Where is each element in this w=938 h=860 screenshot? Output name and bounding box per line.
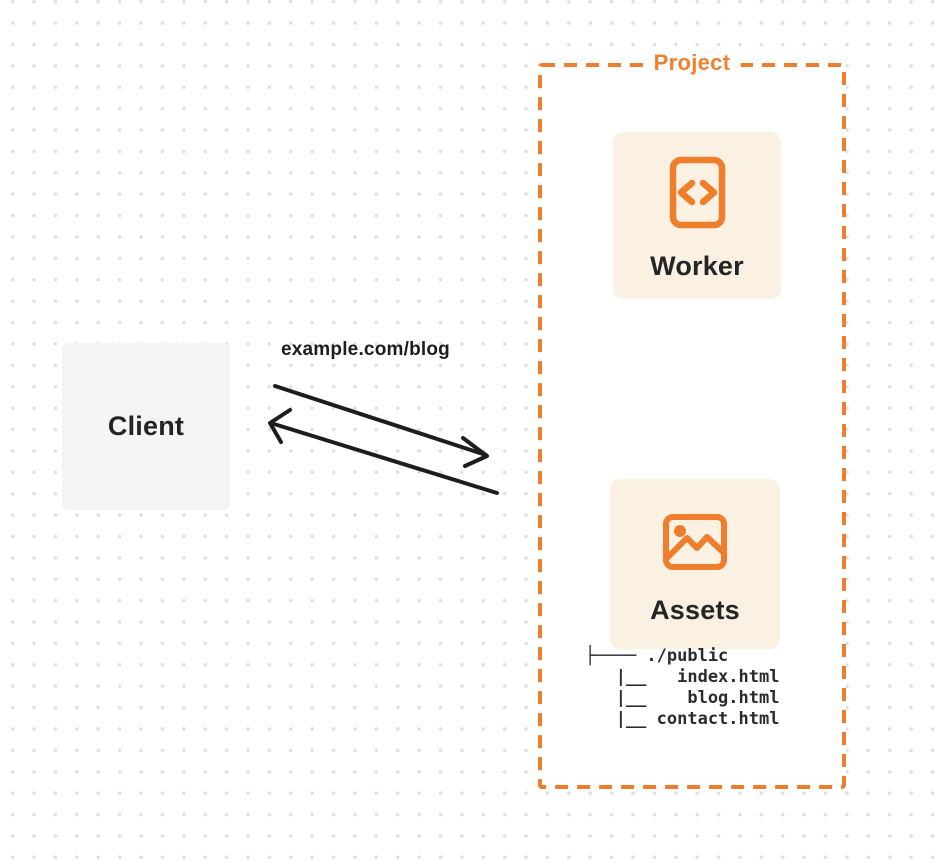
request-arrow	[273, 384, 489, 468]
project-container: Project Worker Assets	[538, 49, 846, 789]
project-title: Project	[643, 49, 741, 77]
assets-node: Assets	[610, 479, 780, 649]
worker-node: Worker	[613, 132, 781, 299]
worker-label: Worker	[650, 251, 744, 281]
assets-label: Assets	[650, 595, 740, 625]
request-url-label: example.com/blog	[281, 339, 450, 360]
client-label: Client	[107, 411, 185, 441]
assets-file-tree: ├──── ./public |__ index.html |__ blog.h…	[585, 646, 780, 729]
code-file-icon	[669, 156, 726, 229]
client-node: Client	[62, 343, 230, 510]
project-dashed-border	[538, 63, 846, 789]
image-icon	[662, 513, 728, 571]
response-arrow	[268, 408, 499, 495]
